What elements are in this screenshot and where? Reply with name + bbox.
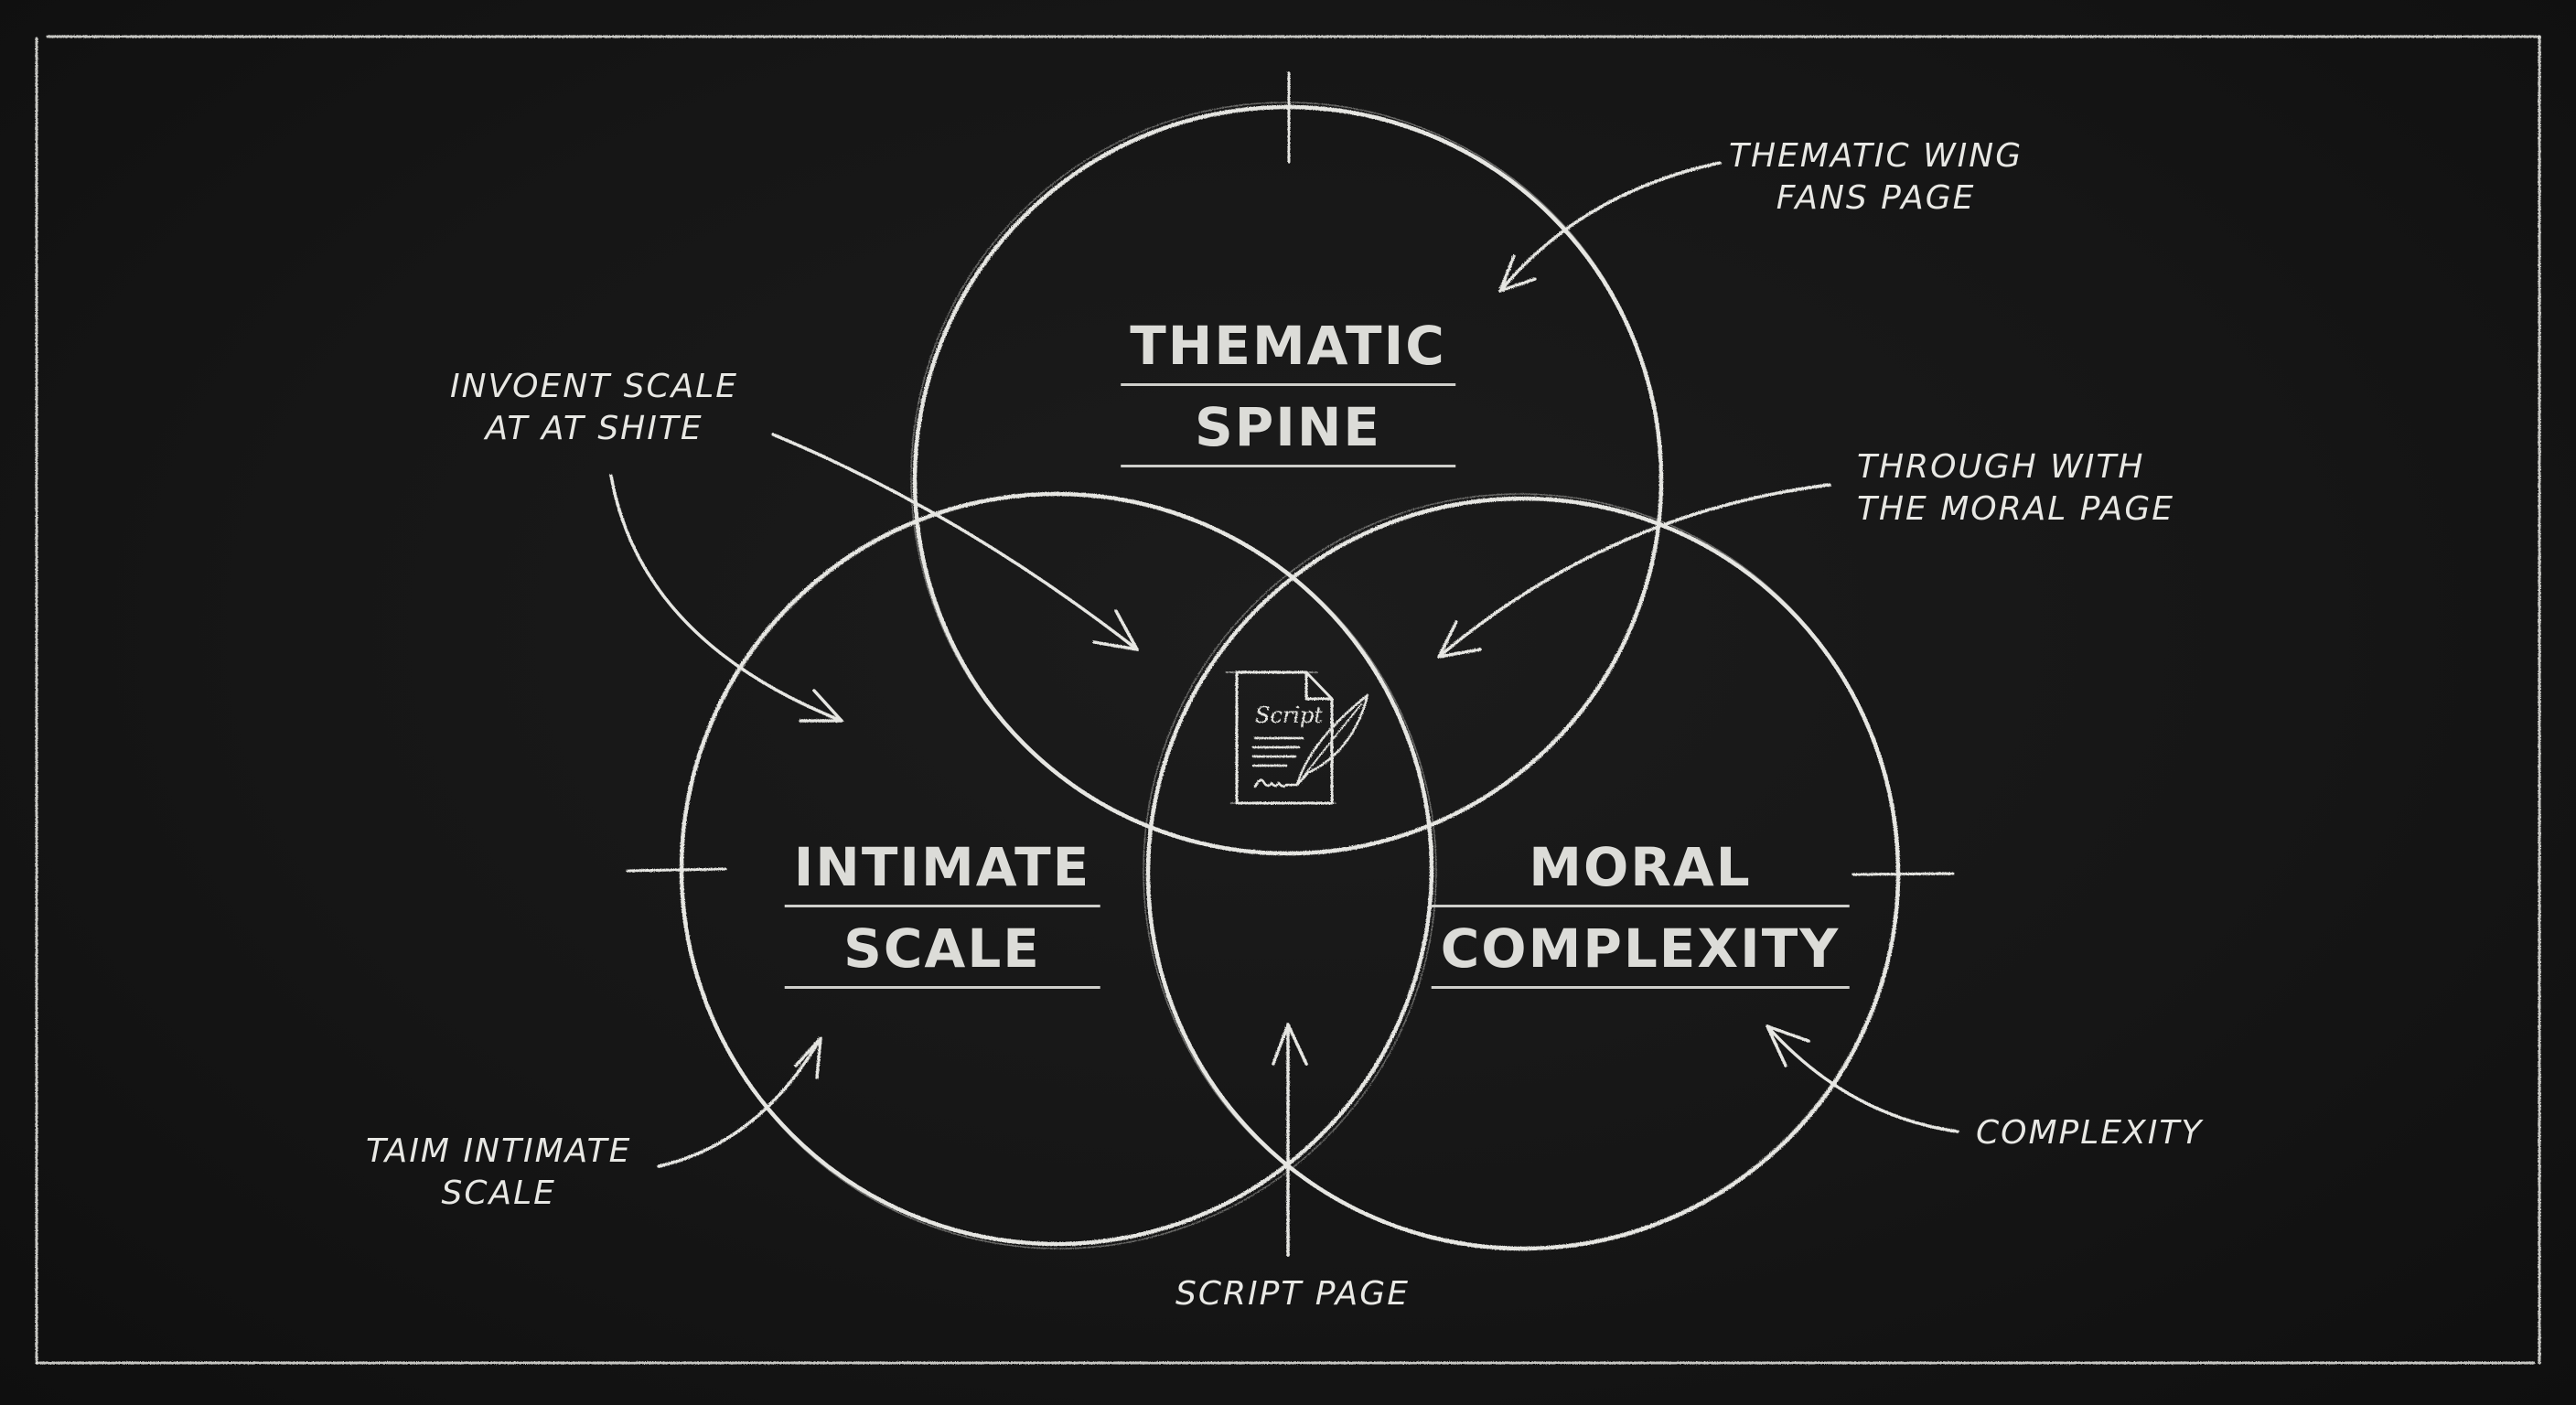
annotation-invoent-scale: Invoent scale at at shite: [450, 366, 738, 450]
arrow-invoent-to-center: [771, 433, 1139, 651]
label-line: INTIMATE: [784, 837, 1100, 907]
circle-tick-marks: [626, 71, 1955, 876]
arrow-script-page: [1272, 1023, 1308, 1257]
annotation-line: Script page: [1175, 1275, 1410, 1313]
annotation-complexity: Complexity: [1976, 1112, 2203, 1154]
annotation-line: at at shite: [485, 410, 703, 447]
annotation-line: Complexity: [1976, 1114, 2204, 1152]
arrow-complexity: [1766, 1024, 1959, 1133]
script-page-with-quill-icon: Script: [1225, 670, 1369, 805]
circle-thematic-spine: [912, 104, 1664, 856]
annotation-line: the moral page: [1857, 490, 2174, 528]
arrow-taim-intimate: [657, 1036, 822, 1168]
arrow-invoent-to-intimate: [609, 474, 843, 723]
label-thematic-spine: THEMATIC SPINE: [1121, 316, 1455, 467]
annotation-line: fans page: [1776, 179, 1976, 217]
script-icon-text: Script: [1255, 702, 1323, 728]
arrow-thematic-wing: [1498, 161, 1722, 293]
annotation-line: Invoent scale: [450, 368, 739, 405]
annotation-thematic-wing: Thematic wing fans page: [1729, 135, 2023, 220]
label-line: SCALE: [784, 918, 1100, 989]
label-line: MORAL: [1431, 837, 1850, 907]
annotation-line: Taim intimate: [366, 1132, 632, 1170]
annotation-through-moral: Through with the moral page: [1857, 446, 2174, 531]
annotation-line: Through with: [1857, 448, 2145, 486]
label-line: SPINE: [1121, 397, 1455, 467]
annotation-script-page: Script page: [1175, 1273, 1410, 1315]
label-line: COMPLEXITY: [1431, 918, 1850, 989]
annotation-line: Thematic wing: [1729, 137, 2023, 175]
label-intimate-scale: INTIMATE SCALE: [784, 837, 1100, 989]
label-moral-complexity: MORAL COMPLEXITY: [1431, 837, 1850, 989]
annotation-line: scale: [441, 1174, 556, 1212]
label-line: THEMATIC: [1121, 316, 1455, 386]
arrow-through-moral: [1437, 483, 1831, 659]
board-frame: [35, 35, 2541, 1365]
annotation-taim-intimate: Taim intimate scale: [366, 1131, 631, 1215]
